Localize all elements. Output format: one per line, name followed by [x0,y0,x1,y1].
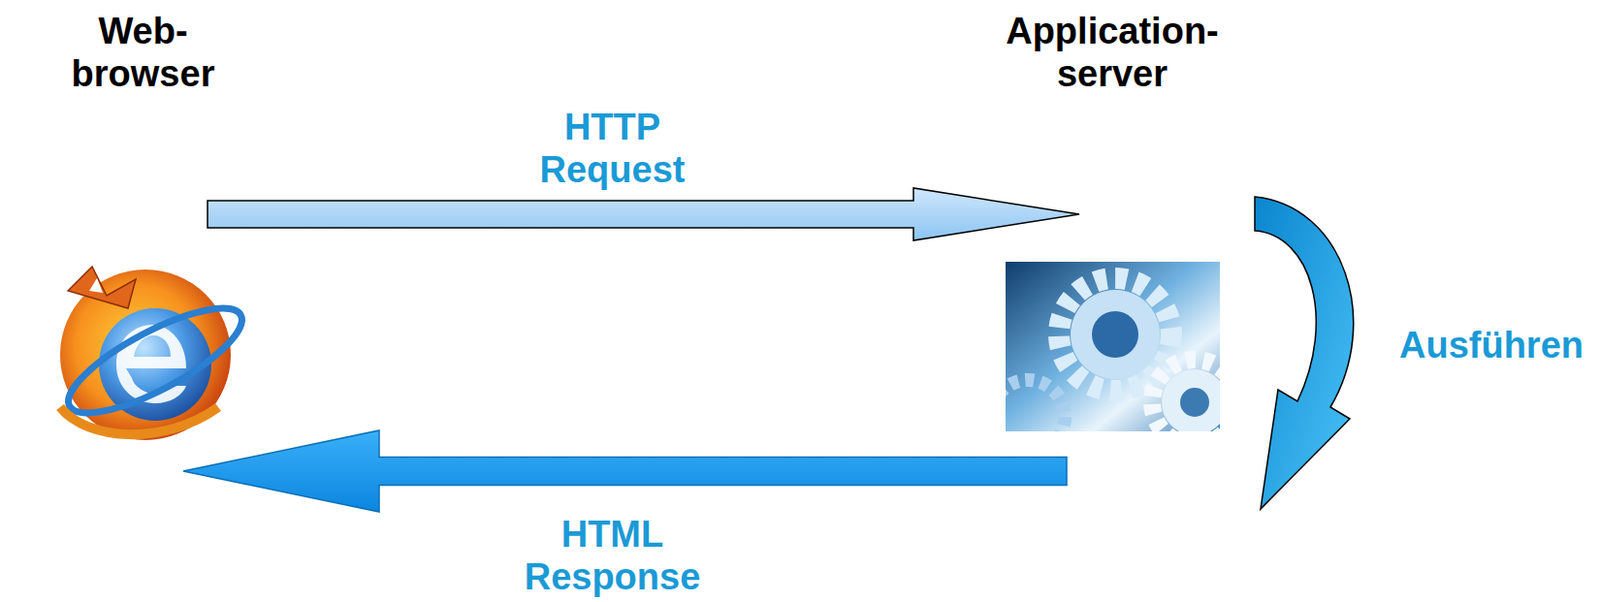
box-heading-holder: Application- server [981,9,1244,96]
gears-picture [1005,261,1220,432]
box-heading: Web- browser [71,9,216,96]
box-face [981,99,1244,601]
box-heading-holder: Web- browser [12,9,274,96]
flow-arrow [207,188,1080,241]
arrow-label: HTTP Request [540,105,686,192]
node-box: Application- server [981,9,1244,601]
box-heading: Application- server [1005,9,1219,96]
arrow-label: HTML Response [524,512,702,599]
node-box: Web- browser [12,9,274,601]
box-face [12,99,274,601]
flow-arrow [183,430,1067,512]
step-label: Ausführen [1399,323,1584,367]
browser-logo [35,261,256,447]
execute-arrow [1254,196,1354,510]
